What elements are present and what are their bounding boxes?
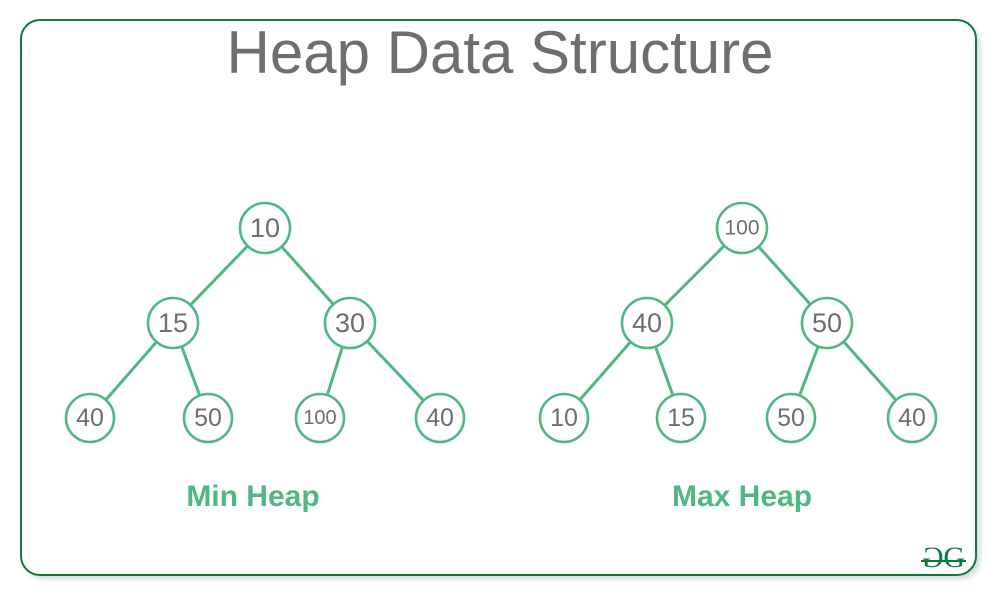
logo-strike-bar	[920, 559, 966, 562]
heap-label-min-heap: Min Heap	[186, 480, 320, 513]
tree-max-heap: 100 40 50 10 15 50 40	[538, 201, 938, 444]
node-circle	[886, 392, 938, 444]
tree-node[interactable]: 100	[294, 392, 346, 444]
tree-edge	[105, 341, 157, 400]
tree-edge	[190, 245, 248, 306]
node-circle	[182, 392, 234, 444]
tree-node[interactable]: 15	[146, 296, 200, 350]
node-circle	[655, 392, 707, 444]
mirrored-g-glyph: G	[922, 541, 944, 574]
node-circle	[64, 392, 116, 444]
node-circle	[620, 296, 674, 350]
node-circle	[715, 201, 769, 255]
node-value: 50	[194, 404, 222, 432]
tree-min-heap: 10 15 30 40 50 100 40	[64, 201, 466, 444]
tree-edge	[367, 341, 424, 401]
node-value: 10	[250, 213, 280, 243]
tree-node[interactable]: 100	[715, 201, 769, 255]
tree-edge	[281, 246, 334, 305]
heap-label-max-heap: Max Heap	[671, 480, 813, 513]
tree-edge	[654, 346, 674, 396]
g-glyph: G	[943, 541, 965, 574]
tree-node[interactable]: 50	[800, 296, 854, 350]
node-value: 40	[898, 404, 926, 432]
node-value: 10	[550, 404, 578, 432]
tree-edge	[798, 346, 819, 396]
tree-edge	[326, 347, 344, 395]
node-value: 50	[777, 404, 805, 432]
tree-edge	[758, 246, 811, 305]
node-circle	[765, 392, 817, 444]
tree-edge	[664, 245, 725, 306]
tree-node[interactable]: 30	[323, 296, 377, 350]
node-circle	[538, 392, 590, 444]
node-value: 15	[667, 404, 695, 432]
node-value: 50	[812, 308, 842, 338]
tree-edge	[180, 346, 201, 396]
node-value: 100	[303, 407, 336, 429]
page-title: Heap Data Structure	[226, 19, 774, 86]
tree-edge	[843, 341, 897, 401]
tree-node[interactable]: 15	[655, 392, 707, 444]
tree-node[interactable]: 50	[182, 392, 234, 444]
tree-node[interactable]: 40	[414, 392, 466, 444]
node-value: 15	[158, 308, 188, 338]
tree-node[interactable]: 40	[64, 392, 116, 444]
node-circle	[800, 296, 854, 350]
content-card	[20, 19, 977, 576]
tree-edge	[579, 341, 631, 400]
node-value: 40	[426, 404, 454, 432]
node-value: 40	[76, 404, 104, 432]
tree-node[interactable]: 10	[238, 201, 292, 255]
node-value: 30	[335, 308, 365, 338]
node-circle	[414, 392, 466, 444]
node-circle	[323, 296, 377, 350]
tree-node[interactable]: 10	[538, 392, 590, 444]
tree-node[interactable]: 40	[620, 296, 674, 350]
geeksforgeeks-logo: GG	[920, 541, 966, 574]
node-value: 100	[724, 217, 759, 240]
node-circle	[294, 392, 346, 444]
node-circle	[238, 201, 292, 255]
node-circle	[146, 296, 200, 350]
node-value: 40	[632, 308, 662, 338]
tree-node[interactable]: 50	[765, 392, 817, 444]
tree-node[interactable]: 40	[886, 392, 938, 444]
